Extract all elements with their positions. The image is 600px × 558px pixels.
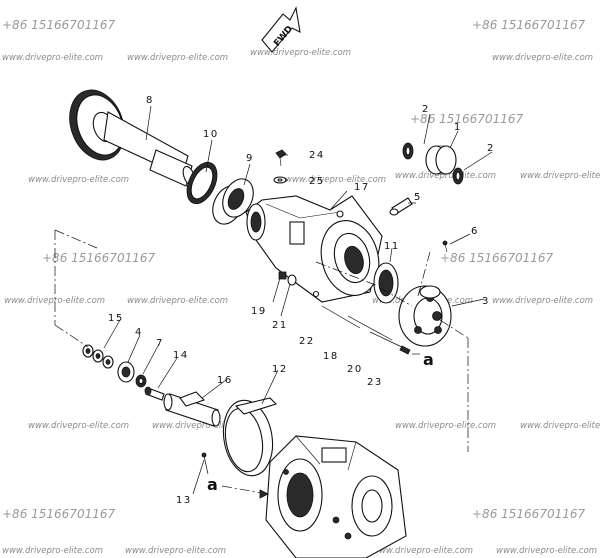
input-shaft [163, 391, 221, 427]
watermark-site: www.drivepro-elite.com [285, 175, 386, 185]
watermark-site: www.drivepro-elite.com [2, 53, 103, 63]
pin [389, 197, 413, 216]
reference-letter-a: a [207, 475, 218, 494]
watermark-phone: +86 15166701167 [2, 18, 115, 32]
watermark-site: www.drivepro-elite.com [520, 171, 600, 181]
callout-15: 15 [108, 313, 124, 324]
callout-10: 10 [203, 129, 219, 140]
watermark-site: www.drivepro-elite.com [372, 546, 473, 556]
watermark-phone: +86 15166701167 [440, 251, 553, 265]
taper-bearing [212, 178, 254, 225]
transmission-case [265, 435, 407, 558]
callout-14: 14 [173, 350, 189, 361]
large-ring [222, 397, 278, 477]
watermark-site: www.drivepro-elite.com [4, 296, 105, 306]
callout-22: 22 [299, 336, 315, 347]
callout-17: 17 [354, 182, 370, 193]
bolt [144, 386, 165, 401]
callout-16: 16 [217, 375, 233, 386]
small-bearing [117, 361, 135, 383]
callout-19: 19 [251, 306, 267, 317]
reference-marks: a a [207, 350, 434, 494]
callout-21: 21 [272, 320, 288, 331]
callout-7: 7 [156, 338, 164, 349]
callout-4: 4 [135, 327, 143, 338]
callout-3: 3 [482, 296, 490, 307]
through-bolts [321, 305, 411, 355]
callout-6: 6 [471, 226, 479, 237]
watermark-phone: +86 15166701167 [472, 507, 585, 521]
bolt-washer [273, 149, 287, 184]
callout-labels: 8 10 9 2 1 2 24 25 17 5 6 11 3 19 21 22 … [108, 95, 495, 506]
callout-12: 12 [272, 364, 288, 375]
watermark-site: www.drivepro-elite.com [28, 421, 129, 431]
callout-24: 24 [309, 150, 325, 161]
fwd-arrow-icon: FWD [261, 6, 301, 53]
bevel-gear-shaft [69, 89, 196, 187]
watermark-phone: +86 15166701167 [2, 507, 115, 521]
callout-2: 2 [487, 143, 495, 154]
watermark-site: www.drivepro-elite.com [492, 53, 593, 63]
watermark-site: www.drivepro-elite.com [2, 546, 103, 556]
watermark-site: www.drivepro-elite.com [492, 296, 593, 306]
callout-5: 5 [414, 192, 422, 203]
callout-25: 25 [309, 176, 325, 187]
callout-9: 9 [246, 153, 254, 164]
watermark-phone: +86 15166701167 [410, 112, 523, 126]
washer-set [82, 344, 114, 369]
callout-18: 18 [323, 351, 339, 362]
nut [135, 374, 147, 388]
watermark-phone: +86 15166701167 [42, 251, 155, 265]
watermark-site: www.drivepro-elite.com [250, 48, 351, 58]
watermark-site: www.drivepro-elite.com [395, 171, 496, 181]
watermark-site: www.drivepro-elite.com [127, 296, 228, 306]
axle-housing [245, 195, 383, 303]
leader-lines [54, 105, 493, 499]
callout-13: 13 [176, 495, 192, 506]
watermark-layer: +86 15166701167 +86 15166701167 +86 1516… [2, 18, 600, 556]
watermark-site: www.drivepro-elite.com [125, 546, 226, 556]
drain-plugs [278, 271, 297, 286]
callout-20: 20 [347, 364, 363, 375]
pinion-bearing-assembly [402, 142, 464, 185]
reference-letter-a: a [423, 350, 434, 369]
callout-1: 1 [454, 122, 462, 133]
oil-seal [373, 262, 399, 304]
watermark-site: www.drivepro-elite.com [152, 421, 253, 431]
watermark-site: www.drivepro-elite.com [395, 421, 496, 431]
watermark-phone: +86 15166701167 [472, 18, 585, 32]
bearing-ring [186, 161, 218, 205]
watermark-site: www.drivepro-elite.com [520, 421, 600, 431]
watermark-site: www.drivepro-elite.com [496, 546, 597, 556]
callout-23: 23 [367, 377, 383, 388]
watermark-site: www.drivepro-elite.com [28, 175, 129, 185]
stud [201, 452, 209, 475]
carrier-cover [398, 285, 452, 347]
watermark-site: www.drivepro-elite.com [127, 53, 228, 63]
callout-11: 11 [384, 241, 400, 252]
callout-8: 8 [146, 95, 154, 106]
small-screw [442, 240, 448, 253]
callout-2: 2 [422, 104, 430, 115]
